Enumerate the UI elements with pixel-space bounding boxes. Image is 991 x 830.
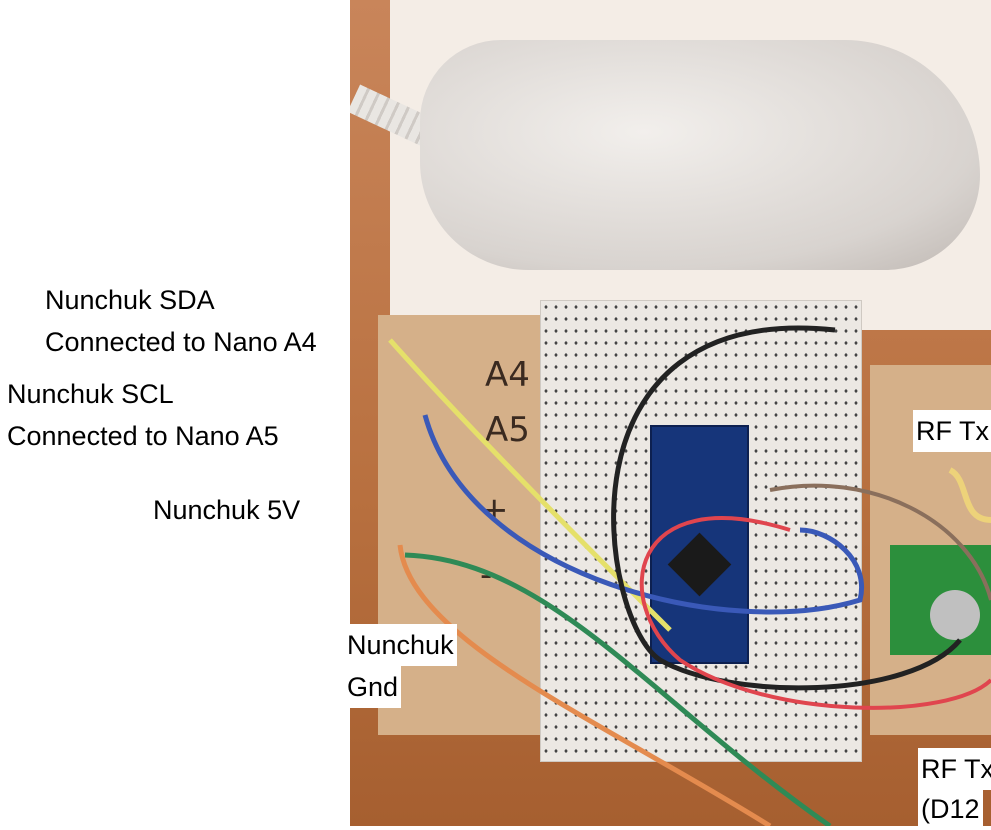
wire-black — [611, 325, 962, 691]
label-rf-tx-bottom-line2: (D12 — [918, 788, 983, 830]
wire-brown — [769, 483, 991, 601]
marking-a5: A5 — [485, 410, 530, 450]
wii-nunchuk — [420, 40, 980, 270]
wire-blue — [422, 414, 864, 615]
wire-red — [639, 516, 991, 710]
marking-a4: A4 — [485, 355, 530, 395]
wire-yellow-right — [948, 467, 991, 523]
label-scl-line1: Nunchuk SCL — [4, 373, 177, 415]
label-scl-line2: Connected to Nano A5 — [4, 415, 282, 457]
wire-orange — [397, 544, 772, 826]
label-rf-tx-top: RF Tx — [913, 410, 991, 452]
rf-transmitter-module — [890, 545, 991, 655]
crystal — [930, 590, 980, 640]
label-rf-tx-bottom-line1: RF Tx — [918, 748, 991, 790]
breadboard-photo: A4 A5 + - — [350, 0, 991, 826]
wires — [388, 325, 991, 826]
label-sda-line1: Nunchuk SDA — [42, 279, 218, 321]
label-5v: Nunchuk 5V — [150, 489, 304, 531]
label-gnd-line1: Nunchuk — [344, 624, 457, 666]
wire-green — [404, 552, 832, 826]
wire-yellow — [388, 338, 672, 632]
label-sda-line2: Connected to Nano A4 — [42, 321, 320, 363]
label-gnd-line2: Gnd — [344, 666, 402, 708]
